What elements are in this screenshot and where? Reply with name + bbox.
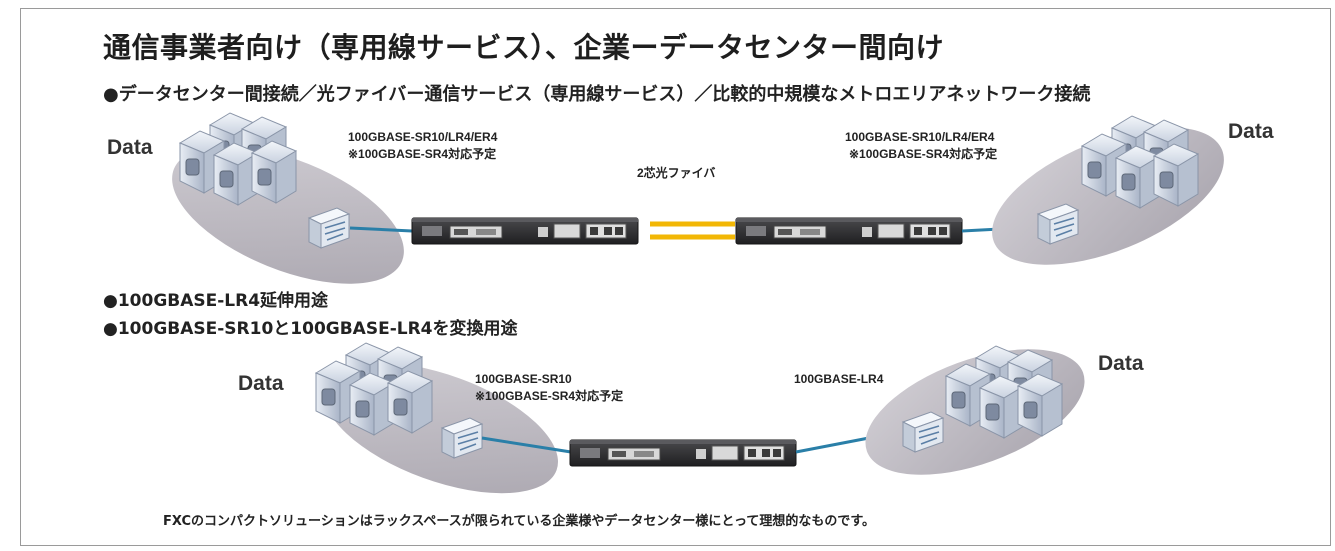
- bullet-sr10-lr4-conversion: ●100GBASE-SR10と100GBASE-LR4を変換用途: [103, 319, 518, 339]
- subtitle-bullet: ●データセンター間接続／光ファイバー通信サービス（専用線サービス）／比較的中規模…: [103, 84, 1091, 105]
- top-left-spec-line2: ※100GBASE-SR4対応予定: [348, 147, 497, 161]
- fiber-label: 2芯光ファイバ: [637, 166, 716, 180]
- bottom-left-link-line: [481, 436, 572, 454]
- bullet-lr4-extension: ●100GBASE-LR4延伸用途: [103, 291, 329, 311]
- bottom-right-site-label: Data: [1098, 352, 1144, 375]
- top-right-converter-device-icon: [735, 217, 963, 245]
- top-left-converter-device-icon: [411, 217, 639, 245]
- footer-note: FXCのコンパクトソリューションはラックスペースが限られている企業様やデータセン…: [163, 514, 876, 529]
- bottom-right-spec-line1: 100GBASE-LR4: [794, 372, 884, 386]
- top-right-spec-line2: ※100GBASE-SR4対応予定: [849, 147, 998, 161]
- diagram-frame: [20, 8, 1331, 546]
- top-left-spec-line1: 100GBASE-SR10/LR4/ER4: [348, 130, 498, 144]
- top-right-datacenter: [992, 99, 1224, 265]
- top-right-site-label: Data: [1228, 120, 1274, 143]
- bottom-left-spec-line2: ※100GBASE-SR4対応予定: [475, 389, 624, 403]
- page-title: 通信事業者向け（専用線サービス）、企業ーデータセンター間向け: [103, 31, 945, 64]
- top-left-link-line: [349, 226, 413, 233]
- bottom-left-site-label: Data: [238, 372, 284, 395]
- top-left-site-label: Data: [107, 136, 153, 159]
- bottom-left-spec-line1: 100GBASE-SR10: [475, 372, 572, 386]
- bottom-converter-device-icon: [569, 439, 797, 467]
- bottom-left-datacenter: [307, 336, 558, 494]
- top-right-site-ellipse: [992, 127, 1224, 265]
- top-right-spec-line1: 100GBASE-SR10/LR4/ER4: [845, 130, 995, 144]
- top-left-datacenter: [172, 113, 404, 284]
- bottom-right-datacenter: [865, 324, 1085, 475]
- bottom-left-server-cluster-icon: [316, 343, 432, 435]
